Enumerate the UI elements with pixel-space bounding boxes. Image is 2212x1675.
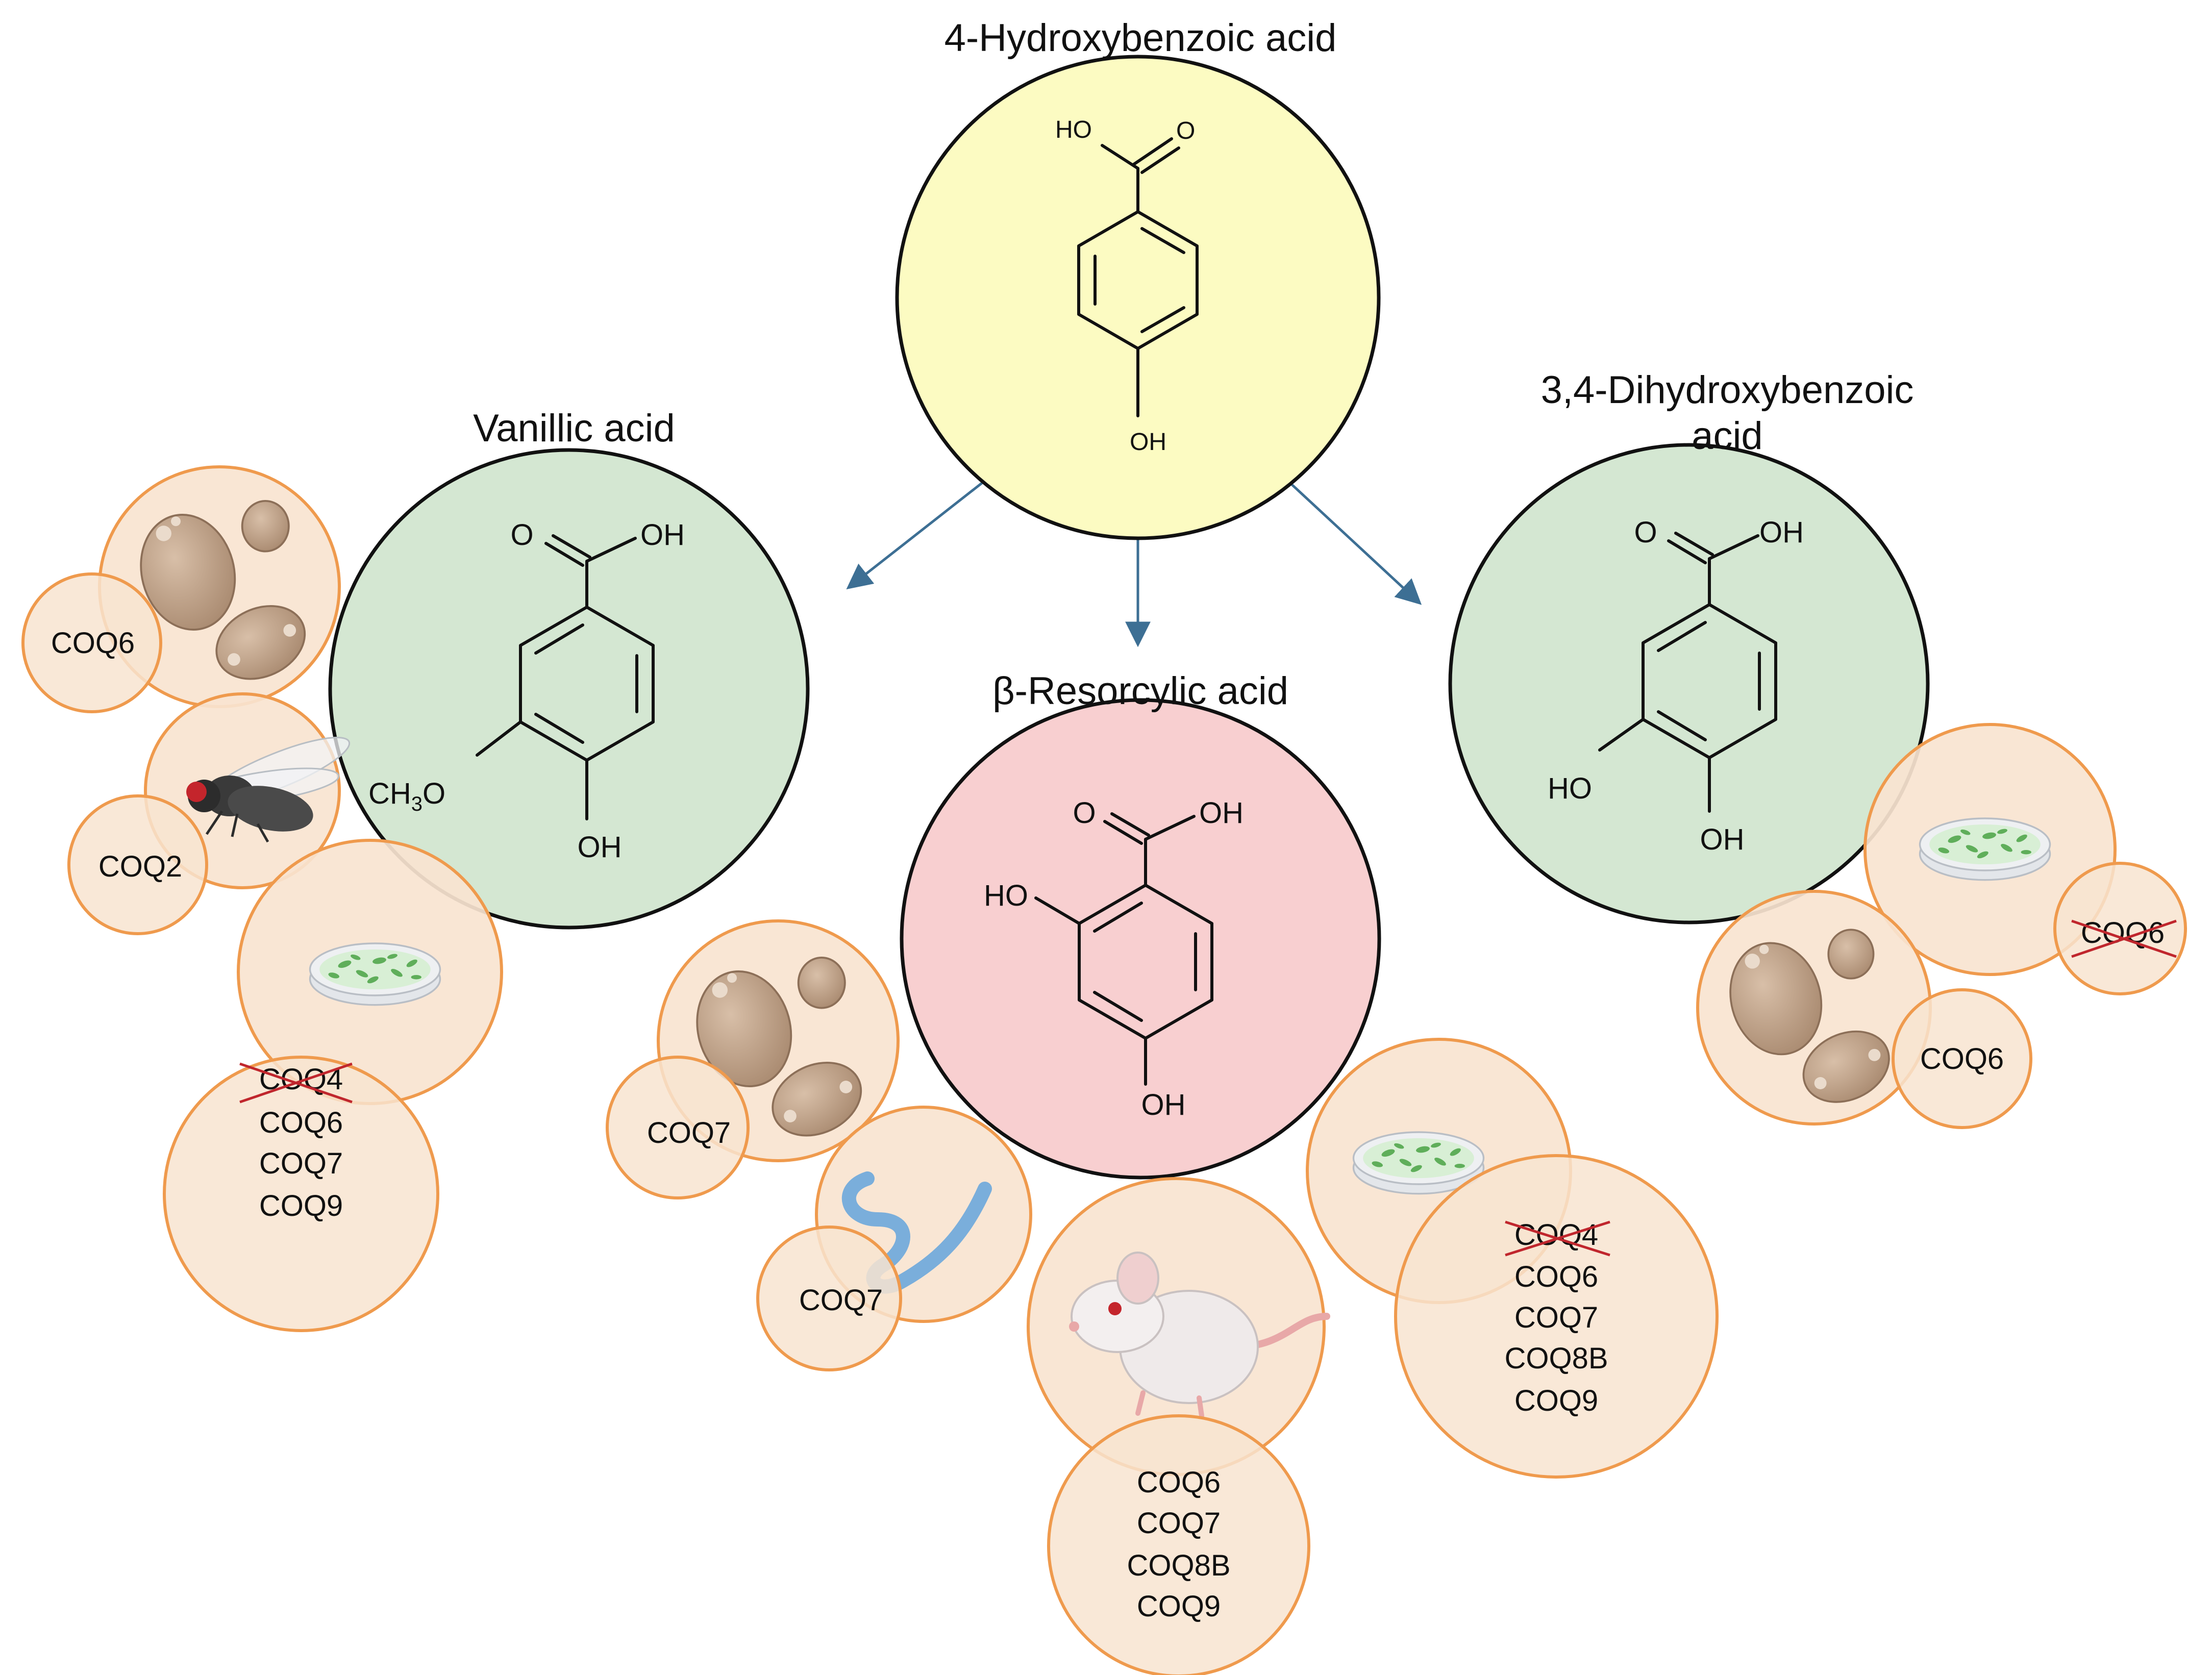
- gene-bubble: [606, 1056, 750, 1199]
- strike-mark: [239, 1062, 353, 1104]
- dihydroxy-structure: O OH HO OH: [1548, 516, 1804, 856]
- gene-label: COQ9: [259, 1189, 343, 1222]
- dihydroxy-title-line1: 3,4-Dihydroxybenzoic: [1541, 368, 1914, 412]
- gene-label: COQ7: [799, 1284, 883, 1317]
- vanillic-fly-group: COQ2: [67, 692, 351, 935]
- gene-bubble: [67, 794, 208, 935]
- dihydroxy-title-line2: acid: [1692, 414, 1762, 458]
- precursor-atom-ho: HO: [1055, 116, 1092, 143]
- gene-label: COQ9: [1137, 1590, 1221, 1623]
- resorcylic-yeast-group: COQ7: [606, 919, 900, 1199]
- gene-label: COQ8B: [1127, 1549, 1230, 1582]
- dihydroxy-atom-oh-bottom: OH: [1700, 823, 1745, 856]
- vanillic-cells-group: COQ4 COQ6 COQ7 COQ9: [163, 839, 503, 1332]
- resorcylic-atom-oh-top: OH: [1199, 796, 1244, 830]
- vanillic-atom-oh-bottom: OH: [578, 831, 622, 864]
- vanillic-atom-o-methoxy: O: [422, 777, 445, 810]
- gene-bubble: [21, 572, 162, 713]
- precursor-node: 4-Hydroxybenzoic acid HO O OH: [895, 16, 1381, 540]
- dihydroxy-circle: [1448, 443, 1930, 924]
- cell-culture-dish-icon: [309, 942, 441, 1006]
- precursor-structure: HO O OH: [1055, 116, 1199, 456]
- gene-label: COQ9: [1514, 1384, 1598, 1417]
- strike-mark: [2071, 919, 2177, 958]
- cell-culture-dish-icon: [1919, 817, 2051, 881]
- vanillic-title: Vanillic acid: [473, 407, 675, 450]
- gene-bubble: [756, 1226, 902, 1371]
- resorcylic-atom-o: O: [1073, 796, 1096, 830]
- dihydroxy-node: 3,4-Dihydroxybenzoic acid O OH HO OH: [1448, 368, 1930, 924]
- gene-label: COQ6: [259, 1106, 343, 1139]
- vanillic-atom-oh-top: OH: [640, 518, 685, 552]
- vanillic-circle: [328, 448, 810, 930]
- resorcylic-circle: [900, 698, 1381, 1180]
- dihydroxy-atom-ho: HO: [1548, 772, 1592, 805]
- resorcylic-node: β-Resorcylic acid O OH HO OH: [900, 669, 1381, 1180]
- vanillic-structure: O OH CH3O OH: [368, 518, 685, 864]
- strike-mark: [1505, 1220, 1610, 1257]
- gene-label: COQ6: [51, 627, 135, 660]
- vanillic-atom-o: O: [510, 518, 533, 552]
- vanillic-yeast-group: COQ6: [21, 465, 341, 713]
- gene-bubble: [1394, 1154, 1719, 1479]
- gene-label: COQ6: [1137, 1466, 1221, 1499]
- resorcylic-worm-group: COQ7: [756, 1106, 1032, 1371]
- gene-label: COQ6: [1920, 1042, 2004, 1076]
- resorcylic-mouse-group: COQ6 COQ7 COQ8B COQ9: [1027, 1177, 1330, 1675]
- gene-label: COQ7: [647, 1116, 731, 1149]
- gene-label: COQ2: [98, 850, 182, 883]
- vanillic-atom-sub3: 3: [411, 793, 422, 815]
- vanillic-node: Vanillic acid O OH CH3O OH: [328, 407, 810, 930]
- dihydroxy-yeast-group: COQ6: [1696, 890, 2032, 1129]
- dihydroxy-cells-group: COQ6: [1863, 723, 2187, 995]
- dihydroxy-atom-o: O: [1634, 516, 1657, 549]
- gene-label: COQ7: [259, 1147, 343, 1180]
- mouse-icon: [1069, 1252, 1330, 1418]
- gene-label: COQ8B: [1504, 1342, 1608, 1375]
- resorcylic-atom-ho: HO: [984, 879, 1028, 912]
- gene-bubble: [1892, 988, 2032, 1129]
- resorcylic-structure: O OH HO OH: [984, 796, 1244, 1121]
- gene-label: COQ7: [1514, 1301, 1598, 1334]
- dihydroxy-atom-oh-top: OH: [1759, 516, 1804, 549]
- gene-label: COQ7: [1137, 1507, 1221, 1540]
- gene-bubble: [163, 1056, 439, 1332]
- resorcylic-title: β-Resorcylic acid: [992, 669, 1288, 713]
- vanillic-atom-ch: CH: [368, 777, 411, 810]
- gene-bubble: [2053, 862, 2187, 995]
- precursor-title: 4-Hydroxybenzoic acid: [945, 16, 1337, 60]
- resorcylic-atom-oh-bottom: OH: [1141, 1088, 1186, 1121]
- vanillic-atom-methoxy: CH3O: [368, 777, 445, 815]
- resorcylic-cells-group: COQ4 COQ6 COQ7 COQ8B COQ9: [1306, 1038, 1719, 1479]
- fly-icon: [186, 737, 351, 843]
- precursor-atom-o: O: [1176, 117, 1195, 144]
- arrow-to-dihydroxy: [1277, 471, 1422, 605]
- precursor-circle: [895, 55, 1381, 540]
- gene-bubble: [1047, 1414, 1310, 1675]
- precursor-atom-oh: OH: [1130, 429, 1166, 456]
- gene-label: COQ6: [1514, 1260, 1598, 1293]
- struck-gene-label: COQ6: [2081, 916, 2165, 949]
